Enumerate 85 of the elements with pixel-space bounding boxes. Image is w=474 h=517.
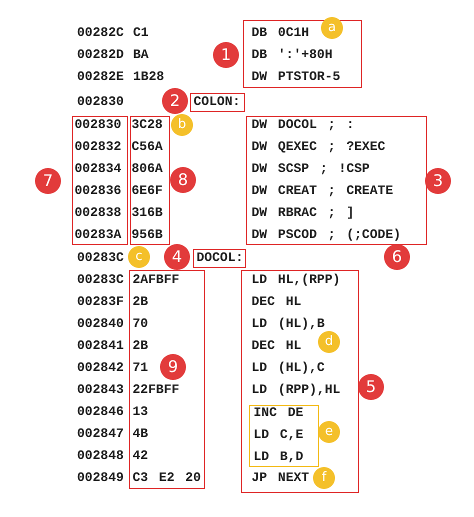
- callout-number: 6: [384, 244, 410, 270]
- hex-code-text: 1B28: [133, 68, 164, 86]
- callout-number: 5: [358, 374, 384, 400]
- address-text: 00282E: [77, 68, 124, 86]
- highlight-box: [243, 20, 362, 88]
- code-line: DW CREAT ; CREATE: [252, 182, 394, 200]
- code-line: DW SCSP ; !CSP: [252, 160, 370, 178]
- address-text: 00283F: [77, 293, 124, 311]
- address-text: 002846: [77, 403, 124, 421]
- address-text: 002836: [74, 182, 122, 200]
- code-line: DW PTSTOR-5: [252, 68, 340, 86]
- hex-code-text: 4B: [132, 424, 148, 442]
- highlight-box: [130, 116, 170, 245]
- highlight-box: [241, 270, 359, 493]
- code-line: DW RBRAC ; ]: [252, 204, 354, 222]
- hex-code-text: 3C28: [132, 116, 163, 134]
- hex-code-text: 2B: [132, 292, 148, 310]
- label-text: COLON:: [194, 93, 240, 111]
- hex-code-text: C3 E2 20: [132, 468, 201, 486]
- hex-code-text: C56A: [132, 138, 163, 156]
- address-text: 00283C: [77, 249, 124, 267]
- code-line: DB 0C1H: [252, 24, 310, 42]
- highlight-box: [193, 249, 246, 268]
- address-text: 002842: [77, 359, 124, 377]
- hex-code-text: 71: [132, 358, 148, 376]
- code-line: DW QEXEC ; ?EXEC: [252, 138, 386, 156]
- hex-code-text: 316B: [132, 204, 163, 222]
- hex-code-text: 13: [132, 402, 148, 420]
- callout-letter: d: [318, 331, 340, 353]
- hex-code-text: BA: [133, 46, 149, 64]
- address-text: 002840: [77, 315, 124, 333]
- hex-code-text: 956B: [132, 226, 163, 244]
- callout-number: 7: [35, 168, 61, 194]
- address-text: 002838: [74, 204, 122, 222]
- code-line: DEC HL: [252, 336, 302, 354]
- address-text: 00282D: [77, 46, 124, 64]
- callout-number: 9: [160, 354, 186, 380]
- hex-code-text: 2AFBFF: [132, 270, 180, 288]
- address-text: 00282C: [77, 24, 124, 42]
- code-line: DW DOCOL ; :: [252, 116, 354, 134]
- highlight-box: [246, 116, 427, 245]
- address-text: 002847: [77, 425, 124, 443]
- hex-code-text: 42: [132, 446, 148, 464]
- callout-number: 4: [164, 244, 190, 270]
- hex-code-text: 806A: [132, 160, 163, 178]
- code-line: DW PSCOD ; (;CODE): [252, 226, 401, 244]
- label-text: DOCOL:: [196, 249, 244, 267]
- code-line: LD (RPP),HL: [252, 380, 340, 398]
- code-line: DB ':'+80H: [252, 46, 333, 64]
- highlight-box: [72, 116, 128, 245]
- code-line: LD B,D: [254, 448, 304, 466]
- callout-letter: b: [171, 114, 193, 136]
- callout-letter: c: [128, 246, 150, 268]
- callout-number: 2: [162, 88, 188, 114]
- address-text: 002848: [77, 447, 124, 465]
- code-line: INC DE: [254, 404, 304, 422]
- address-text: 002849: [77, 469, 124, 487]
- code-line: JP NEXT: [252, 468, 310, 486]
- address-text: 002830: [74, 116, 122, 134]
- code-line: LD HL,(RPP): [252, 270, 340, 288]
- hex-code-text: 70: [132, 314, 148, 332]
- code-line: DEC HL: [252, 292, 302, 310]
- address-text: 002841: [77, 337, 124, 355]
- highlight-box: [249, 405, 319, 467]
- address-text: 002832: [74, 138, 122, 156]
- code-line: LD (HL),B: [252, 314, 325, 332]
- callout-number: 1: [213, 42, 239, 68]
- hex-code-text: 6E6F: [132, 182, 163, 200]
- highlight-box: [129, 270, 205, 489]
- address-text: 00283C: [77, 271, 124, 289]
- callout-letter: e: [318, 421, 340, 443]
- code-line: LD C,E: [254, 426, 304, 444]
- address-text: 002834: [74, 160, 122, 178]
- hex-code-text: C1: [133, 24, 149, 42]
- callout-letter: a: [321, 17, 343, 39]
- address-text: 002830: [77, 93, 124, 111]
- address-text: 002843: [77, 381, 124, 399]
- callout-letter: f: [313, 467, 335, 489]
- highlight-box: [190, 93, 245, 112]
- address-text: 00283A: [74, 226, 122, 244]
- code-line: LD (HL),C: [252, 358, 325, 376]
- callout-number: 8: [170, 167, 196, 193]
- callout-number: 3: [425, 168, 451, 194]
- hex-code-text: 22FBFF: [132, 380, 180, 398]
- hex-code-text: 2B: [132, 336, 148, 354]
